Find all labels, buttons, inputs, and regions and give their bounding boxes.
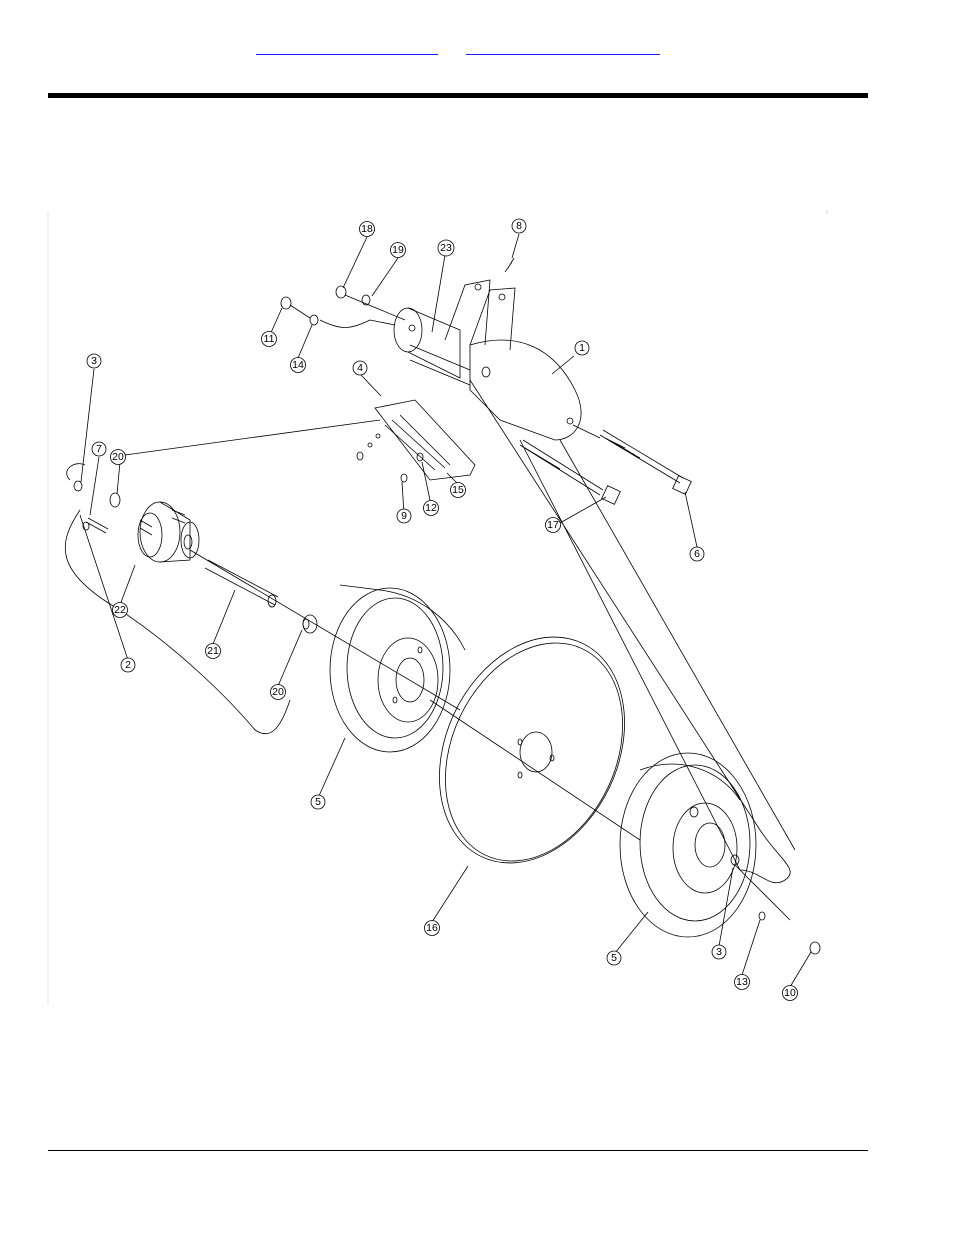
callout-17: 17 <box>546 518 561 533</box>
svg-text:12: 12 <box>425 502 437 514</box>
footer-rule <box>48 1150 868 1151</box>
svg-text:14: 14 <box>292 359 304 371</box>
callout-20-bottom: 20 <box>271 685 286 700</box>
svg-text:15: 15 <box>452 484 464 496</box>
svg-text:2: 2 <box>125 659 131 671</box>
svg-text:16: 16 <box>426 922 438 934</box>
svg-text:5: 5 <box>315 796 321 808</box>
callout-8: 8 <box>512 219 526 233</box>
callout-16: 16 <box>425 921 440 936</box>
callout-14: 14 <box>291 358 306 373</box>
callout-18: 18 <box>360 222 375 237</box>
svg-text:4: 4 <box>357 362 363 374</box>
svg-text:8: 8 <box>516 220 522 232</box>
callout-5-front: 5 <box>311 795 325 809</box>
svg-text:21: 21 <box>207 645 219 657</box>
svg-text:20: 20 <box>112 451 124 463</box>
svg-text:22: 22 <box>114 604 126 616</box>
callout-15: 15 <box>451 483 466 498</box>
callout-1: 1 <box>575 341 589 355</box>
callout-3-bottom: 3 <box>712 945 726 959</box>
svg-text:13: 13 <box>736 976 748 988</box>
callout-5-rear: 5 <box>607 951 621 965</box>
svg-text:7: 7 <box>96 443 102 455</box>
callout-leaders <box>80 234 811 987</box>
callout-21: 21 <box>206 644 221 659</box>
callout-11: 11 <box>262 332 277 347</box>
callout-9: 9 <box>397 509 411 523</box>
callout-23: 23 <box>438 240 454 256</box>
svg-text:11: 11 <box>264 333 275 345</box>
callout-2: 2 <box>121 658 135 672</box>
svg-text:17: 17 <box>547 519 559 531</box>
callout-4: 4 <box>353 361 367 375</box>
svg-text:23: 23 <box>440 242 452 254</box>
svg-text:18: 18 <box>361 223 373 235</box>
svg-text:1: 1 <box>579 342 585 354</box>
svg-text:20: 20 <box>272 686 284 698</box>
callout-19: 19 <box>391 243 406 258</box>
callout-3-top: 3 <box>87 354 101 368</box>
svg-text:19: 19 <box>392 244 404 256</box>
svg-text:3: 3 <box>91 355 97 367</box>
svg-text:10: 10 <box>784 987 796 999</box>
callout-20-top: 20 <box>111 450 126 465</box>
callout-10: 10 <box>783 986 798 1001</box>
callout-6: 6 <box>690 547 704 561</box>
svg-text:9: 9 <box>401 510 407 522</box>
callout-12: 12 <box>424 501 439 516</box>
callout-13: 13 <box>735 975 750 990</box>
svg-text:5: 5 <box>611 952 617 964</box>
diagram-linework <box>48 210 828 1005</box>
svg-text:6: 6 <box>694 548 700 560</box>
svg-text:3: 3 <box>716 946 722 958</box>
callout-22: 22 <box>113 603 128 618</box>
callouts: 18 19 23 8 11 14 1 4 3 7 20 15 12 9 17 6… <box>87 219 798 1001</box>
callout-7: 7 <box>92 442 106 456</box>
